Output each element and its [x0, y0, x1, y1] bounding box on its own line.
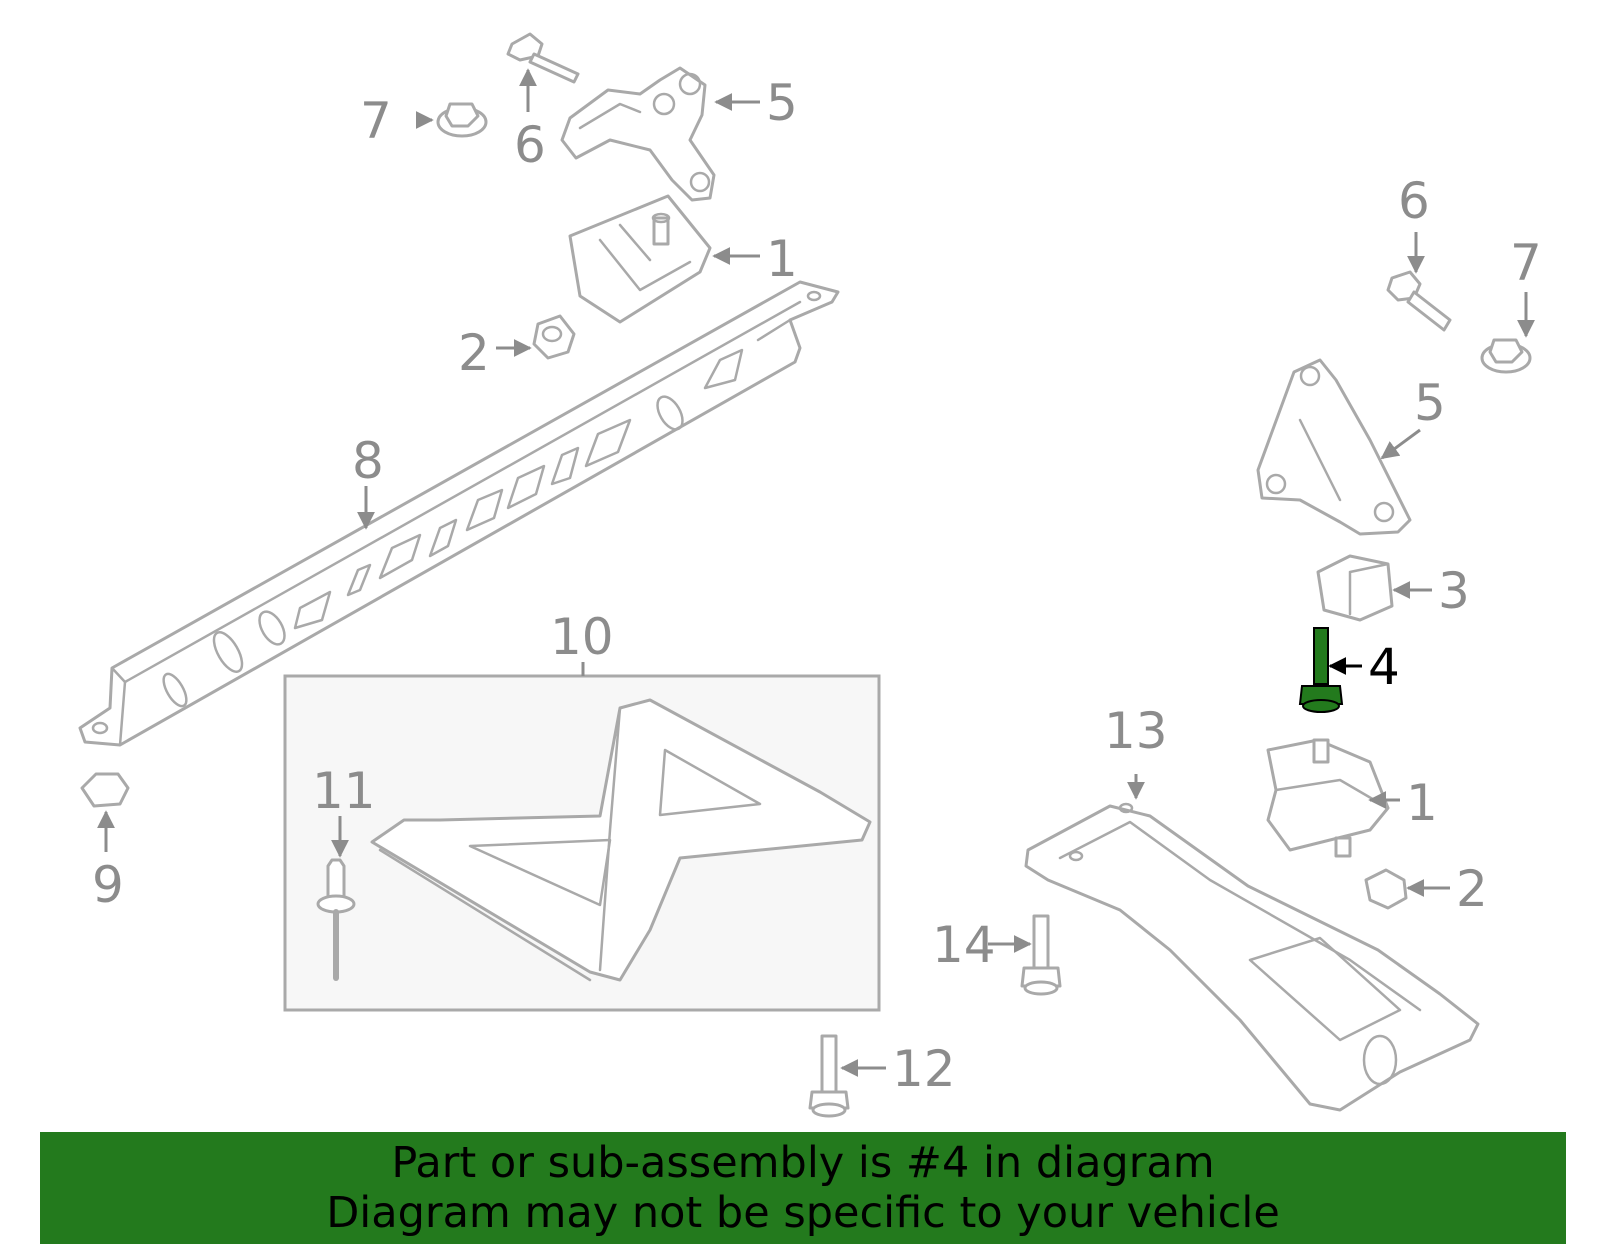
part-7-nut-top: [436, 102, 488, 138]
part-2-nut-right: [1364, 868, 1408, 910]
part-1-mount-right: [1266, 738, 1390, 858]
callout-1-right: 1: [1406, 774, 1438, 832]
callout-7-right: 7: [1510, 234, 1542, 292]
callout-6-top: 6: [514, 116, 546, 174]
footer-note-part: Part or sub-assembly is #4 in diagram: [391, 1138, 1215, 1188]
callout-1-top: 1: [766, 230, 798, 288]
callout-7-top: 7: [360, 92, 392, 150]
part-5-bracket-right: [1256, 358, 1412, 536]
callout-14: 14: [932, 916, 996, 974]
callout-9: 9: [92, 856, 124, 914]
callout-3: 3: [1438, 562, 1470, 620]
part-2-nut-top: [532, 314, 576, 360]
part-11-rivet: [316, 858, 356, 981]
part-9-nut: [80, 772, 130, 808]
part-6-bolt-top: [506, 32, 580, 84]
callout-12: 12: [892, 1040, 956, 1098]
footer-banner: Part or sub-assembly is #4 in diagram Di…: [40, 1132, 1566, 1244]
part-12-bolt: [808, 1034, 850, 1118]
footer-note-disclaimer: Diagram may not be specific to your vehi…: [326, 1188, 1280, 1238]
callout-11: 11: [312, 762, 376, 820]
leader-lines: [97, 68, 1535, 1077]
callout-5-right: 5: [1414, 374, 1446, 432]
part-3-insulator: [1316, 554, 1394, 622]
part-14-bolt: [1020, 914, 1062, 996]
callout-13: 13: [1104, 702, 1168, 760]
part-4-bolt-highlight: [1298, 627, 1344, 713]
callout-10: 10: [550, 608, 614, 666]
callout-2-top: 2: [458, 324, 490, 382]
callout-6-right: 6: [1398, 172, 1430, 230]
callout-2-right: 2: [1456, 860, 1488, 918]
callout-5-top: 5: [766, 74, 798, 132]
callout-8: 8: [352, 432, 384, 490]
callout-4-highlight: 4: [1368, 638, 1400, 696]
part-7-nut-right: [1480, 338, 1532, 374]
part-1-mount-top: [568, 194, 712, 324]
part-10-group-box: [283, 674, 881, 1012]
part-8-crossmember: [78, 280, 840, 747]
part-5-bracket-top: [560, 66, 716, 202]
callout-labels: 7 6 5 1 2 8 9 10 11 12 14 13 1 2 3 4 5 6…: [92, 74, 1542, 1098]
part-6-bolt-right: [1386, 270, 1452, 332]
part-13-crossmember: [1024, 802, 1480, 1112]
